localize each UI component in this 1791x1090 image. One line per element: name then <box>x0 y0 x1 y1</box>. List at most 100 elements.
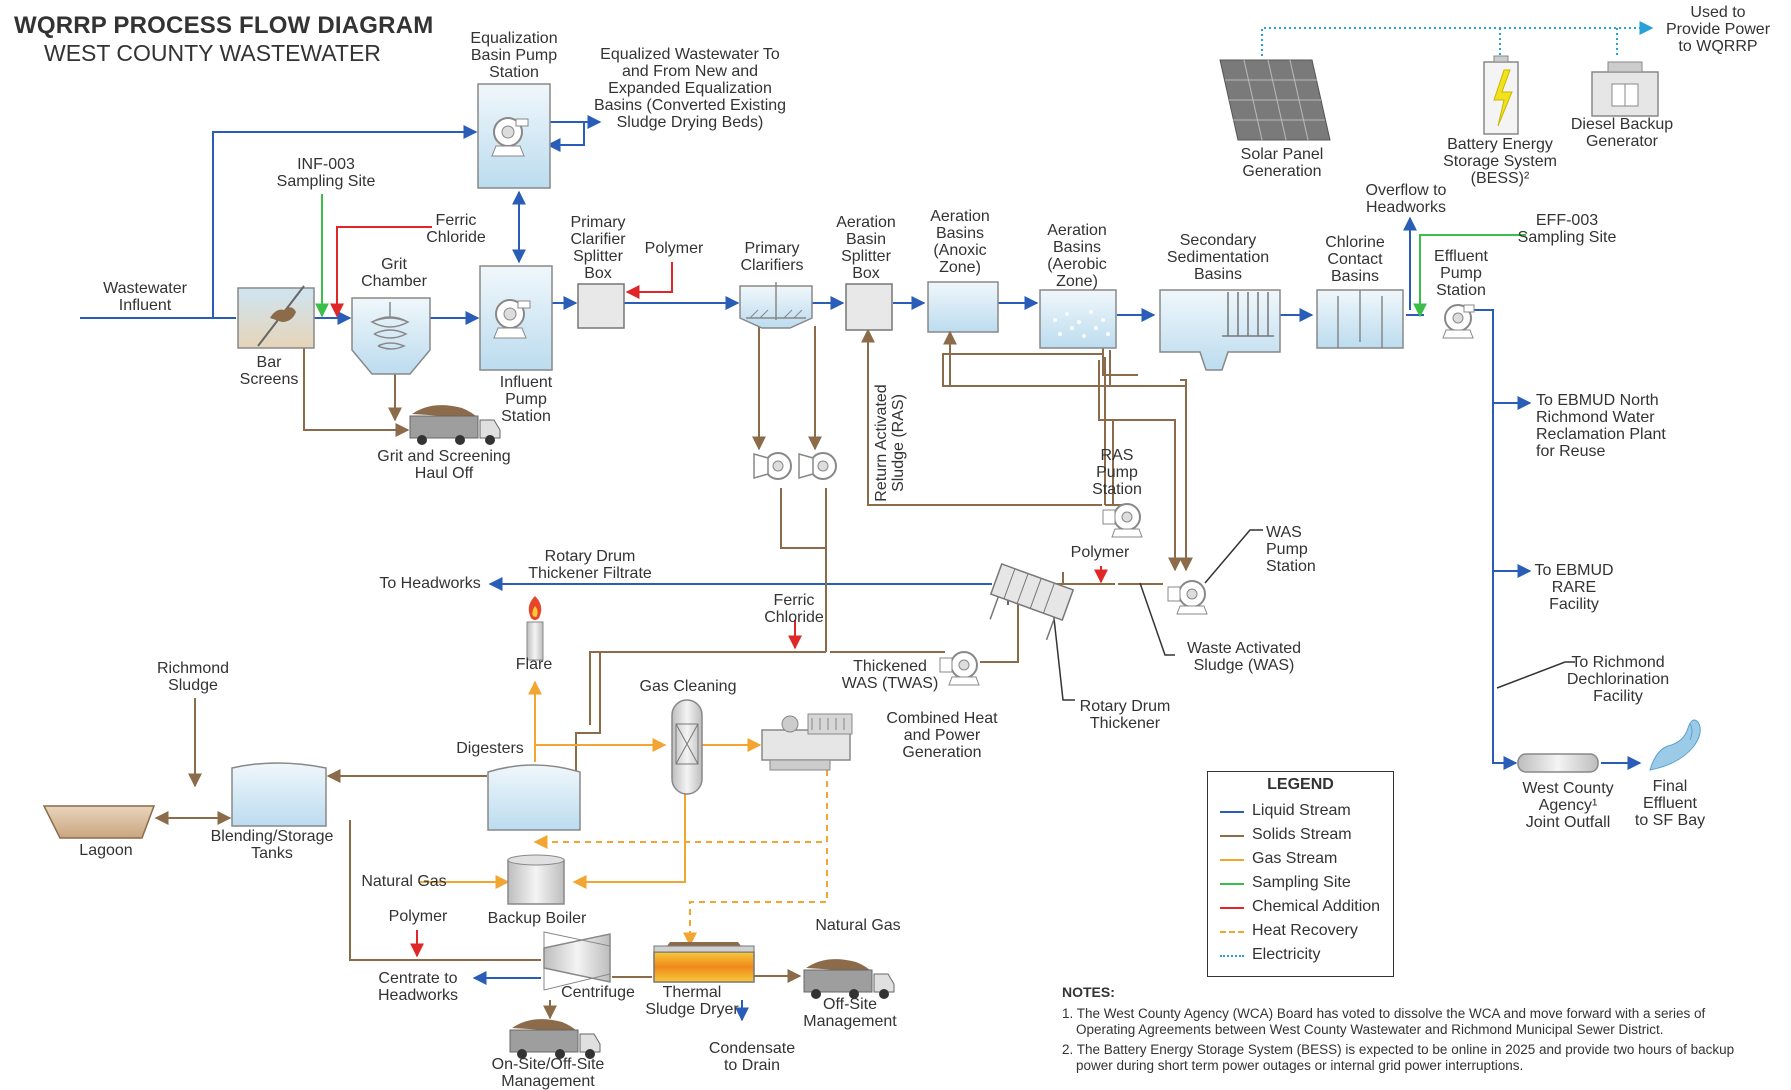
leader-lines <box>1007 529 1575 701</box>
label-aeration-aerobic: Aeration Basins (Aerobic Zone) <box>1047 222 1107 290</box>
legend-label: Chemical Addition <box>1252 898 1381 915</box>
electricity-lines <box>1261 21 1654 58</box>
was-pump-station <box>1167 580 1208 615</box>
notes-heading: NOTES: <box>1062 984 1115 1000</box>
thermal-sludge-dryer <box>653 942 755 983</box>
label-overflow-headworks: Overflow to Headworks <box>1365 182 1447 216</box>
label-thermal-dryer: Thermal Sludge Dryer <box>645 984 739 1018</box>
aeration-basin-splitter-box <box>845 283 893 331</box>
label-equalized-wastewater: Equalized Wastewater To and From New and… <box>593 46 787 131</box>
label-solar: Solar Panel Generation <box>1240 146 1324 180</box>
ras-pump-station <box>1102 503 1143 538</box>
note-item: 2. The Battery Energy Storage System (BE… <box>1062 1042 1735 1073</box>
label-secondary-sedimentation: Secondary Sedimentation Basins <box>1166 232 1270 283</box>
label-polymer-2: Polymer <box>1070 544 1130 561</box>
page-title: WQRRP PROCESS FLOW DIAGRAM <box>14 12 434 39</box>
label-rotary-drum-filtrate: Rotary Drum Thickener Filtrate <box>528 548 652 582</box>
label-rotary-drum-thickener: Rotary Drum Thickener <box>1079 698 1171 732</box>
label-grit-haul-off: Grit and Screening Haul Off <box>377 448 511 482</box>
solar-panel <box>1219 59 1331 141</box>
label-richmond-sludge: Richmond Sludge <box>156 660 230 694</box>
grit-haul-truck <box>409 405 501 445</box>
label-backup-boiler: Backup Boiler <box>487 910 587 927</box>
legend-swatch-heat <box>1220 931 1244 933</box>
equalization-basin-pump-station <box>477 83 551 189</box>
legend-label: Sampling Site <box>1252 874 1351 891</box>
label-natural-gas-1: Natural Gas <box>361 873 447 890</box>
label-gas-cleaning: Gas Cleaning <box>639 678 737 695</box>
label-final-effluent: Final Effluent to SF Bay <box>1634 778 1706 829</box>
backup-boiler <box>507 854 565 905</box>
label-onsite-offsite: On-Site/Off-Site Management <box>491 1056 605 1090</box>
legend-swatch-solids <box>1220 835 1244 837</box>
label-ebmud-north: To EBMUD North Richmond Water Reclamatio… <box>1536 392 1666 460</box>
diesel-generator <box>1591 61 1659 117</box>
influent-pump-station <box>479 265 553 371</box>
label-ferric-chloride-2: Ferric Chloride <box>764 592 824 626</box>
label-equalization-pump-station: Equalization Basin Pump Station <box>470 30 558 81</box>
label-primary-clarifiers: Primary Clarifiers <box>740 240 804 274</box>
solids-stream-lines <box>154 326 1193 1020</box>
legend-title: LEGEND <box>1267 776 1334 793</box>
legend-item-liquid-stream: Liquid Stream <box>1208 802 1393 822</box>
legend-label: Liquid Stream <box>1252 802 1351 819</box>
battery-storage <box>1483 55 1519 135</box>
liquid-stream-lines <box>80 115 1642 1022</box>
note-item: 1. The West County Agency (WCA) Board ha… <box>1062 1006 1706 1037</box>
legend-item-electricity: Electricity <box>1208 946 1393 966</box>
primary-clarifier-splitter-box <box>577 283 625 329</box>
label-ferric-chloride-1: Ferric Chloride <box>426 212 486 246</box>
secondary-sedimentation-basins <box>1159 289 1281 371</box>
blending-storage-tanks <box>231 762 327 827</box>
label-richmond-dechlor: To Richmond Dechlorination Facility <box>1566 654 1670 705</box>
flare <box>526 596 544 661</box>
label-centrate: Centrate to Headworks <box>377 970 459 1004</box>
label-effluent-pump-station: Effluent Pump Station <box>1434 248 1488 299</box>
label-west-county-outfall: West County Agency¹ Joint Outfall <box>1522 780 1614 831</box>
label-influent-pump-station: Influent Pump Station <box>499 374 553 425</box>
digesters <box>487 764 581 831</box>
centrifuge <box>543 931 611 991</box>
legend-swatch-liquid <box>1220 811 1244 813</box>
legend-item-solids-stream: Solids Stream <box>1208 826 1393 846</box>
label-primary-splitter: Primary Clarifier Splitter Box <box>570 214 626 282</box>
chemical-addition-lines <box>330 226 1108 958</box>
label-diesel: Diesel Backup Generator <box>1570 116 1674 150</box>
onsite-truck <box>509 1019 601 1059</box>
label-was-pump-station: WAS Pump Station <box>1266 524 1316 575</box>
label-used-to-power: Used to Provide Power to WQRRP <box>1665 4 1771 55</box>
combined-heat-power-engine <box>761 713 853 771</box>
label-twas: Thickened WAS (TWAS) <box>841 658 939 692</box>
label-eff003: EFF-003 Sampling Site <box>1517 212 1617 246</box>
label-wastewater-influent: Wastewater Influent <box>103 280 187 314</box>
primary-clarifiers <box>739 282 813 329</box>
label-polymer-1: Polymer <box>644 240 704 257</box>
aeration-basins-anoxic <box>927 281 999 333</box>
label-polymer-3: Polymer <box>388 908 448 925</box>
label-condensate: Condensate to Drain <box>708 1040 796 1074</box>
legend-swatch-chemical <box>1220 907 1244 909</box>
label-blending-tanks: Blending/Storage Tanks <box>210 828 334 862</box>
effluent-pump-station <box>1442 304 1475 339</box>
grit-chamber <box>351 297 431 375</box>
lagoon <box>42 805 156 839</box>
final-effluent-splash <box>1649 719 1701 771</box>
label-to-headworks: To Headworks <box>379 575 481 592</box>
gas-stream-lines <box>420 680 762 889</box>
label-chlorine-contact: Chlorine Contact Basins <box>1325 234 1385 285</box>
legend-label: Heat Recovery <box>1252 922 1358 939</box>
label-lagoon: Lagoon <box>79 842 133 859</box>
legend-item-heat-recovery: Heat Recovery <box>1208 922 1393 942</box>
label-inf003: INF-003 Sampling Site <box>276 156 376 190</box>
legend-swatch-gas <box>1220 859 1244 861</box>
legend-swatch-sampling <box>1220 883 1244 885</box>
label-aeration-anoxic: Aeration Basins (Anoxic Zone) <box>930 208 990 276</box>
label-digesters: Digesters <box>456 740 524 757</box>
label-natural-gas-2: Natural Gas <box>815 917 901 934</box>
legend-item-chemical-addition: Chemical Addition <box>1208 898 1393 918</box>
page-subtitle: WEST COUNTY WASTEWATER <box>44 40 381 66</box>
west-county-joint-outfall <box>1517 753 1599 773</box>
bar-screens <box>237 285 315 349</box>
legend-item-gas-stream: Gas Stream <box>1208 850 1393 870</box>
